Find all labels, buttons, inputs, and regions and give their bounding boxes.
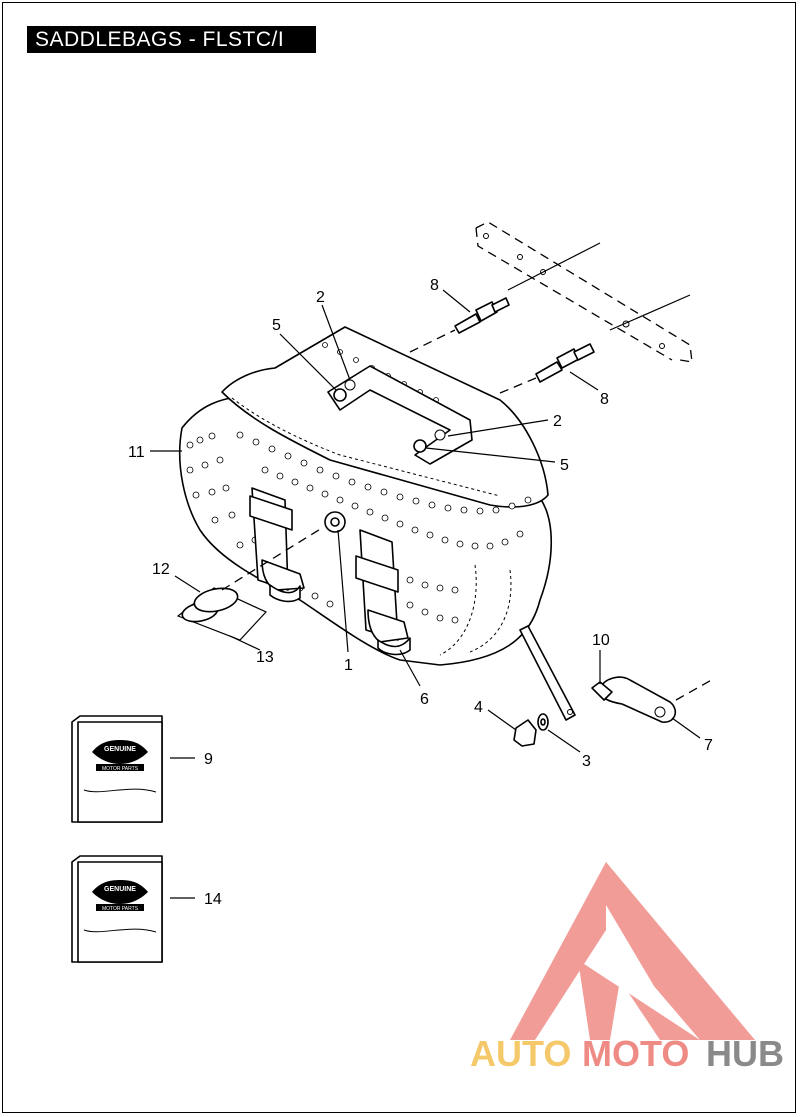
callout-11: 11 — [128, 444, 145, 461]
svg-text:AUTO: AUTO — [470, 1033, 571, 1074]
strap-left — [249, 487, 305, 603]
callout-8-upper: 8 — [430, 277, 439, 294]
callout-9: 9 — [204, 751, 213, 768]
callout-6: 6 — [420, 691, 429, 708]
watermark-text: AUTO MOTO HUB — [470, 1033, 784, 1074]
svg-text:MOTOR PARTS: MOTOR PARTS — [102, 906, 139, 912]
callout-10: 10 — [592, 632, 610, 649]
callout-5-lower: 5 — [560, 457, 569, 474]
callout-8-lower: 8 — [600, 391, 609, 408]
callout-2-lower: 2 — [553, 413, 562, 430]
callout-13: 13 — [256, 649, 274, 666]
callout-2-upper: 2 — [316, 289, 325, 306]
svg-text:MOTOR PARTS: MOTOR PARTS — [102, 766, 139, 772]
callout-labels: 2 5 8 8 2 5 11 12 13 1 6 4 3 10 7 9 14 — [128, 277, 713, 908]
strap-right — [355, 529, 411, 656]
callout-7: 7 — [704, 737, 713, 754]
genuine-motor-parts-badge: GENUINE MOTOR PARTS — [92, 880, 148, 912]
svg-text:MOTO: MOTO — [582, 1033, 689, 1074]
mount-bracket — [591, 676, 716, 723]
support-rod — [519, 625, 576, 721]
svg-text:HUB: HUB — [706, 1033, 784, 1074]
saddlebag — [178, 326, 552, 666]
stud-upper — [409, 297, 510, 353]
kit-box-9: GENUINE MOTOR PARTS — [71, 715, 163, 823]
callout-14: 14 — [204, 891, 222, 908]
callout-12: 12 — [152, 561, 170, 578]
acorn-nut — [513, 719, 537, 747]
washer — [537, 713, 549, 731]
callout-5-upper: 5 — [272, 317, 281, 334]
svg-text:GENUINE: GENUINE — [104, 886, 136, 893]
medallion-kit — [176, 527, 323, 641]
kit-box-14: GENUINE MOTOR PARTS — [71, 855, 163, 963]
watermark-logo — [510, 862, 755, 1040]
frame-rail — [475, 221, 693, 363]
stud-lower — [499, 343, 595, 394]
svg-text:GENUINE: GENUINE — [104, 746, 136, 753]
callout-4: 4 — [474, 699, 483, 716]
callout-3: 3 — [582, 753, 591, 770]
genuine-motor-parts-badge: GENUINE MOTOR PARTS — [92, 740, 148, 772]
page-title: SADDLEBAGS - FLSTC/I — [27, 26, 316, 53]
callout-1: 1 — [344, 657, 353, 674]
leader-lines — [150, 289, 701, 899]
